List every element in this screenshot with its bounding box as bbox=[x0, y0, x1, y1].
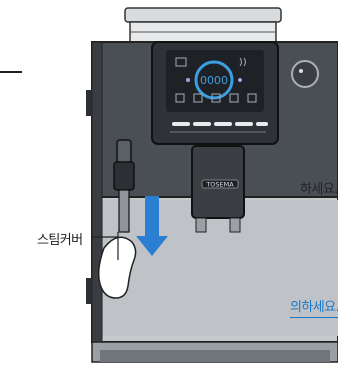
control-panel: 0000 bbox=[152, 42, 278, 144]
display-digits: 0000 bbox=[200, 74, 228, 87]
svg-text:TOSEMA: TOSEMA bbox=[205, 181, 234, 189]
power-icon bbox=[292, 61, 318, 87]
steam-cover-label: 스팀커버 bbox=[37, 229, 82, 248]
top-leader-line bbox=[0, 71, 22, 73]
instruction-text-2: 의하세요. bbox=[290, 296, 338, 315]
bean-hopper bbox=[125, 8, 281, 42]
brand-badge: TOSEMA bbox=[202, 180, 238, 189]
instruction-text-1: 하세요. bbox=[300, 178, 338, 197]
